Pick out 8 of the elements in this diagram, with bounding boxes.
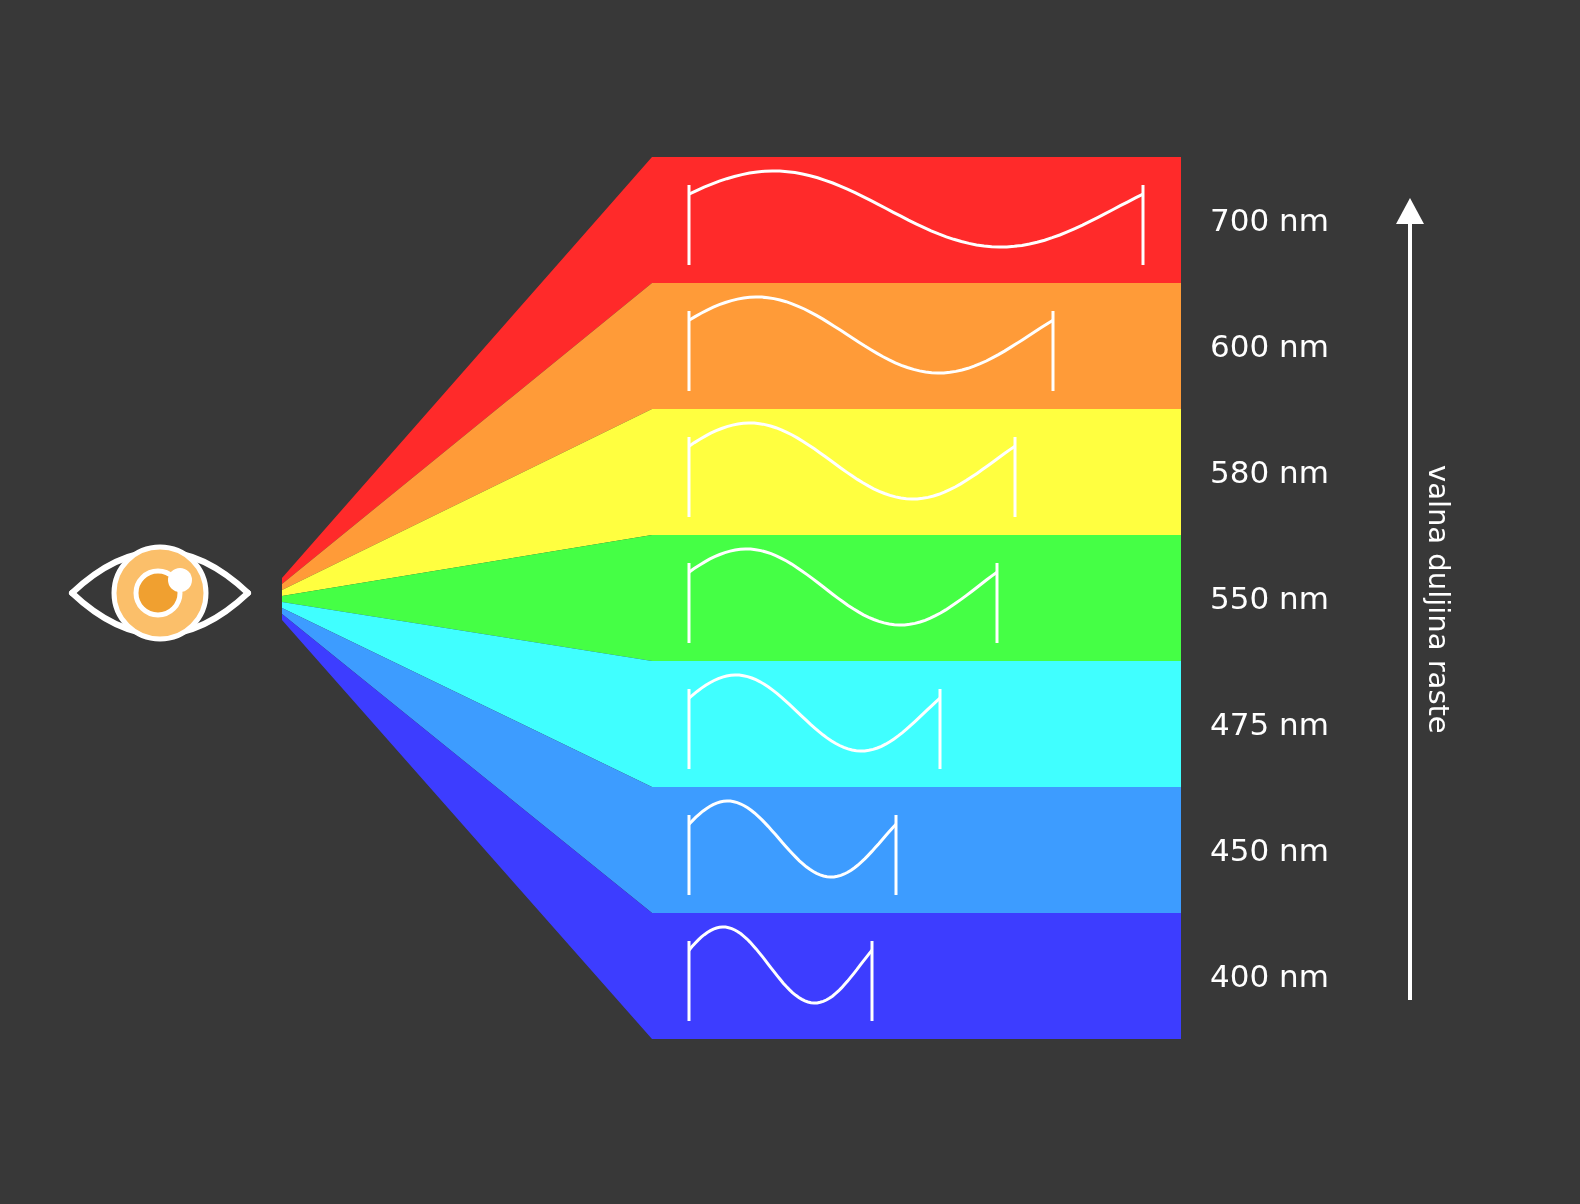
wavelength-label: 475 nm xyxy=(1210,709,1329,740)
wavelength-label: 700 nm xyxy=(1210,205,1329,236)
axis-label: valna duljina raste xyxy=(1424,465,1453,734)
wavelength-label: 580 nm xyxy=(1210,457,1329,488)
wavelength-label: 600 nm xyxy=(1210,331,1329,362)
wavelength-label: 400 nm xyxy=(1210,961,1329,992)
wavelength-label: 450 nm xyxy=(1210,835,1329,866)
wavelength-label: 550 nm xyxy=(1210,583,1329,614)
